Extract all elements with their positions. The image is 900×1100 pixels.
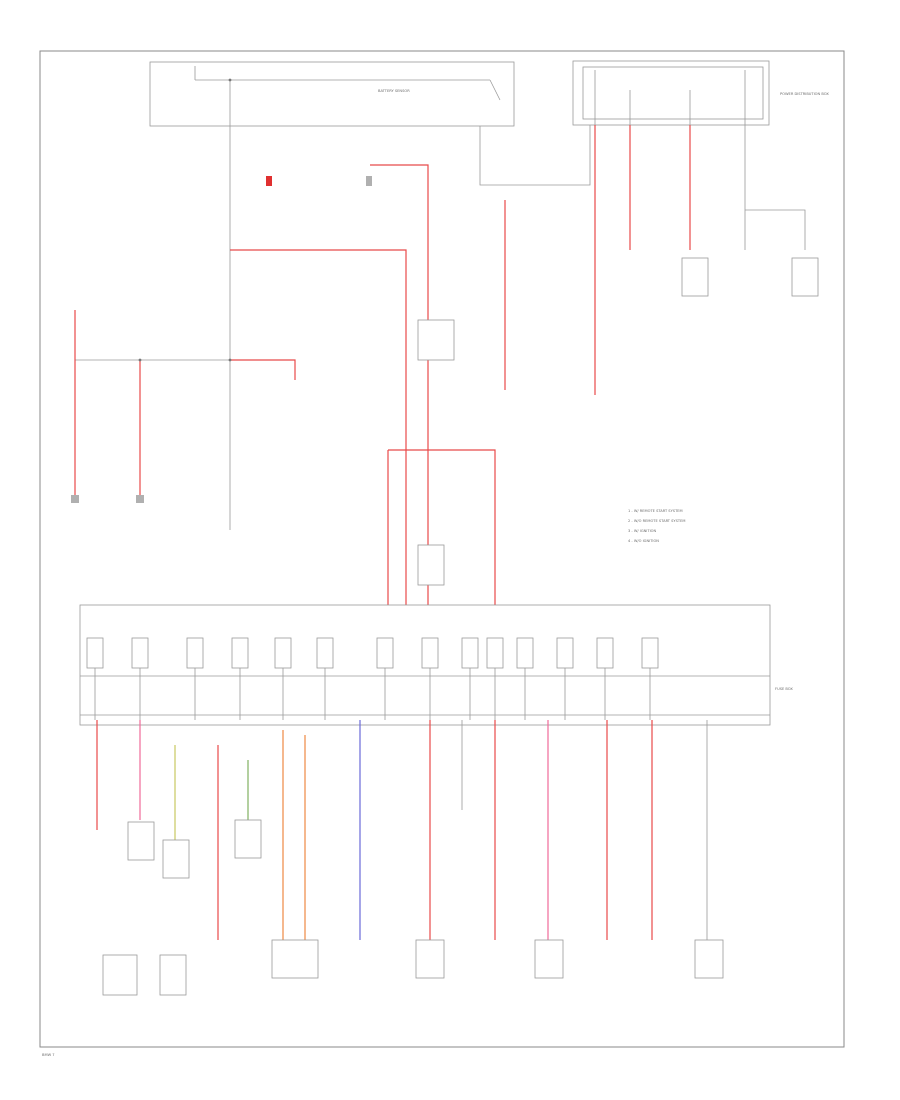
- component-box-4: [162, 839, 190, 879]
- component-box-8: [534, 939, 564, 979]
- legend-item-2: 2 - W/O REMOTE START SYSTEM: [628, 519, 685, 523]
- legend-item-3: 3 - W/ IGNITION: [628, 529, 656, 533]
- diagram-frame: [39, 50, 845, 1048]
- fuse-module-mid: [417, 544, 445, 586]
- fuse-block: [79, 604, 771, 726]
- component-box-9: [694, 939, 724, 979]
- component-box-3: [127, 821, 155, 861]
- component-box-5: [234, 819, 262, 859]
- battery-sensor-label: BATTERY SENSOR: [378, 89, 410, 93]
- bottom-left-label: BMW 7: [42, 1053, 55, 1057]
- power-distribution-box-label: POWER DISTRIBUTION BOX: [780, 92, 829, 96]
- component-box-6: [271, 939, 319, 979]
- component-box-2: [159, 954, 187, 996]
- battery-sensor-module: [149, 61, 515, 127]
- component-box-1: [102, 954, 138, 996]
- fuse-box-label: FUSE BOX: [775, 687, 793, 691]
- power-distribution-box: [572, 60, 770, 126]
- connector-left-1: [71, 495, 79, 503]
- module-right-2: [791, 257, 819, 297]
- legend-item-4: 4 - W/O IGNITION: [628, 539, 659, 543]
- module-right-1: [681, 257, 709, 297]
- legend-item-1: 1 - W/ REMOTE START SYSTEM: [628, 509, 683, 513]
- relay-box: [417, 319, 455, 361]
- legend: 1 - W/ REMOTE START SYSTEM 2 - W/O REMOTE…: [628, 509, 685, 543]
- fuse-row: [86, 637, 659, 720]
- connector-top-2: [366, 176, 372, 186]
- connector-left-2: [136, 495, 144, 503]
- connector-top-1: [266, 176, 272, 186]
- component-box-7: [415, 939, 445, 979]
